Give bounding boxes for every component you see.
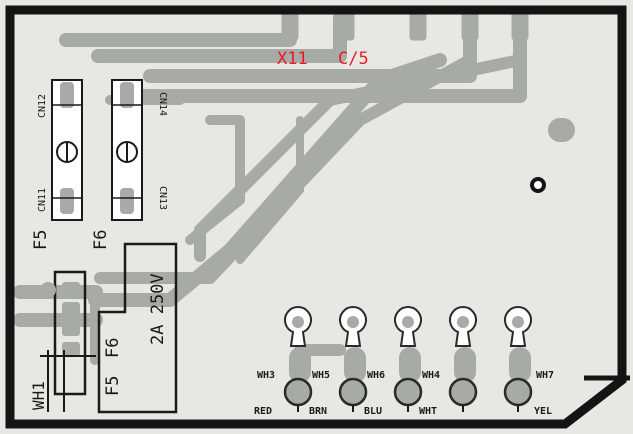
keyhole-center — [292, 316, 304, 328]
header-pads — [281, 9, 529, 41]
terminal-id-label: WH7 — [536, 370, 554, 381]
terminal-pad — [448, 377, 478, 407]
board-label-x11: X11 — [277, 49, 308, 69]
label-cn12: CN12 — [37, 94, 48, 118]
terminal-color-label: BRN — [309, 406, 327, 417]
board-label-c5: C/5 — [338, 49, 369, 69]
fuse-block: 2A 250V F6 F5 — [97, 242, 178, 414]
copper-traces — [13, 11, 572, 383]
terminal-id-label: WH6 — [367, 370, 385, 381]
label-cn14: CN14 — [157, 92, 168, 116]
fuse-holder-left — [51, 79, 83, 221]
terminal-pad — [503, 377, 533, 407]
keyhole-center — [512, 316, 524, 328]
terminal-id-label: WH4 — [422, 370, 440, 381]
terminal-color-label: BLU — [364, 406, 382, 417]
test-pad — [551, 118, 575, 142]
connector-wh1: WH1 — [29, 270, 96, 412]
keyhole-center — [347, 316, 359, 328]
terminal-pad — [283, 377, 313, 407]
mounting-hole — [530, 177, 546, 193]
keyhole-center — [457, 316, 469, 328]
connector-wh1-label: WH1 — [29, 381, 48, 410]
terminal-id-label: WH3 — [257, 370, 275, 381]
label-f5-upper: F5 — [31, 230, 51, 250]
fuse-holder-right — [111, 79, 143, 221]
label-cn13: CN13 — [157, 186, 168, 210]
terminal-color-label: RED — [254, 406, 272, 417]
terminal-pad — [393, 377, 423, 407]
label-f6-upper: F6 — [91, 230, 111, 250]
terminal-id-label: WH5 — [312, 370, 330, 381]
terminal-color-label: WHT — [419, 406, 437, 417]
fuse-label-f5: F5 — [103, 376, 123, 396]
label-cn11: CN11 — [37, 188, 48, 212]
board-outline — [5, 5, 627, 429]
fuse-label-f6: F6 — [103, 338, 123, 358]
terminal-color-label: YEL — [534, 406, 552, 417]
keyhole-center — [402, 316, 414, 328]
fuse-rating: 2A 250V — [148, 273, 168, 345]
terminal-pad — [338, 377, 368, 407]
